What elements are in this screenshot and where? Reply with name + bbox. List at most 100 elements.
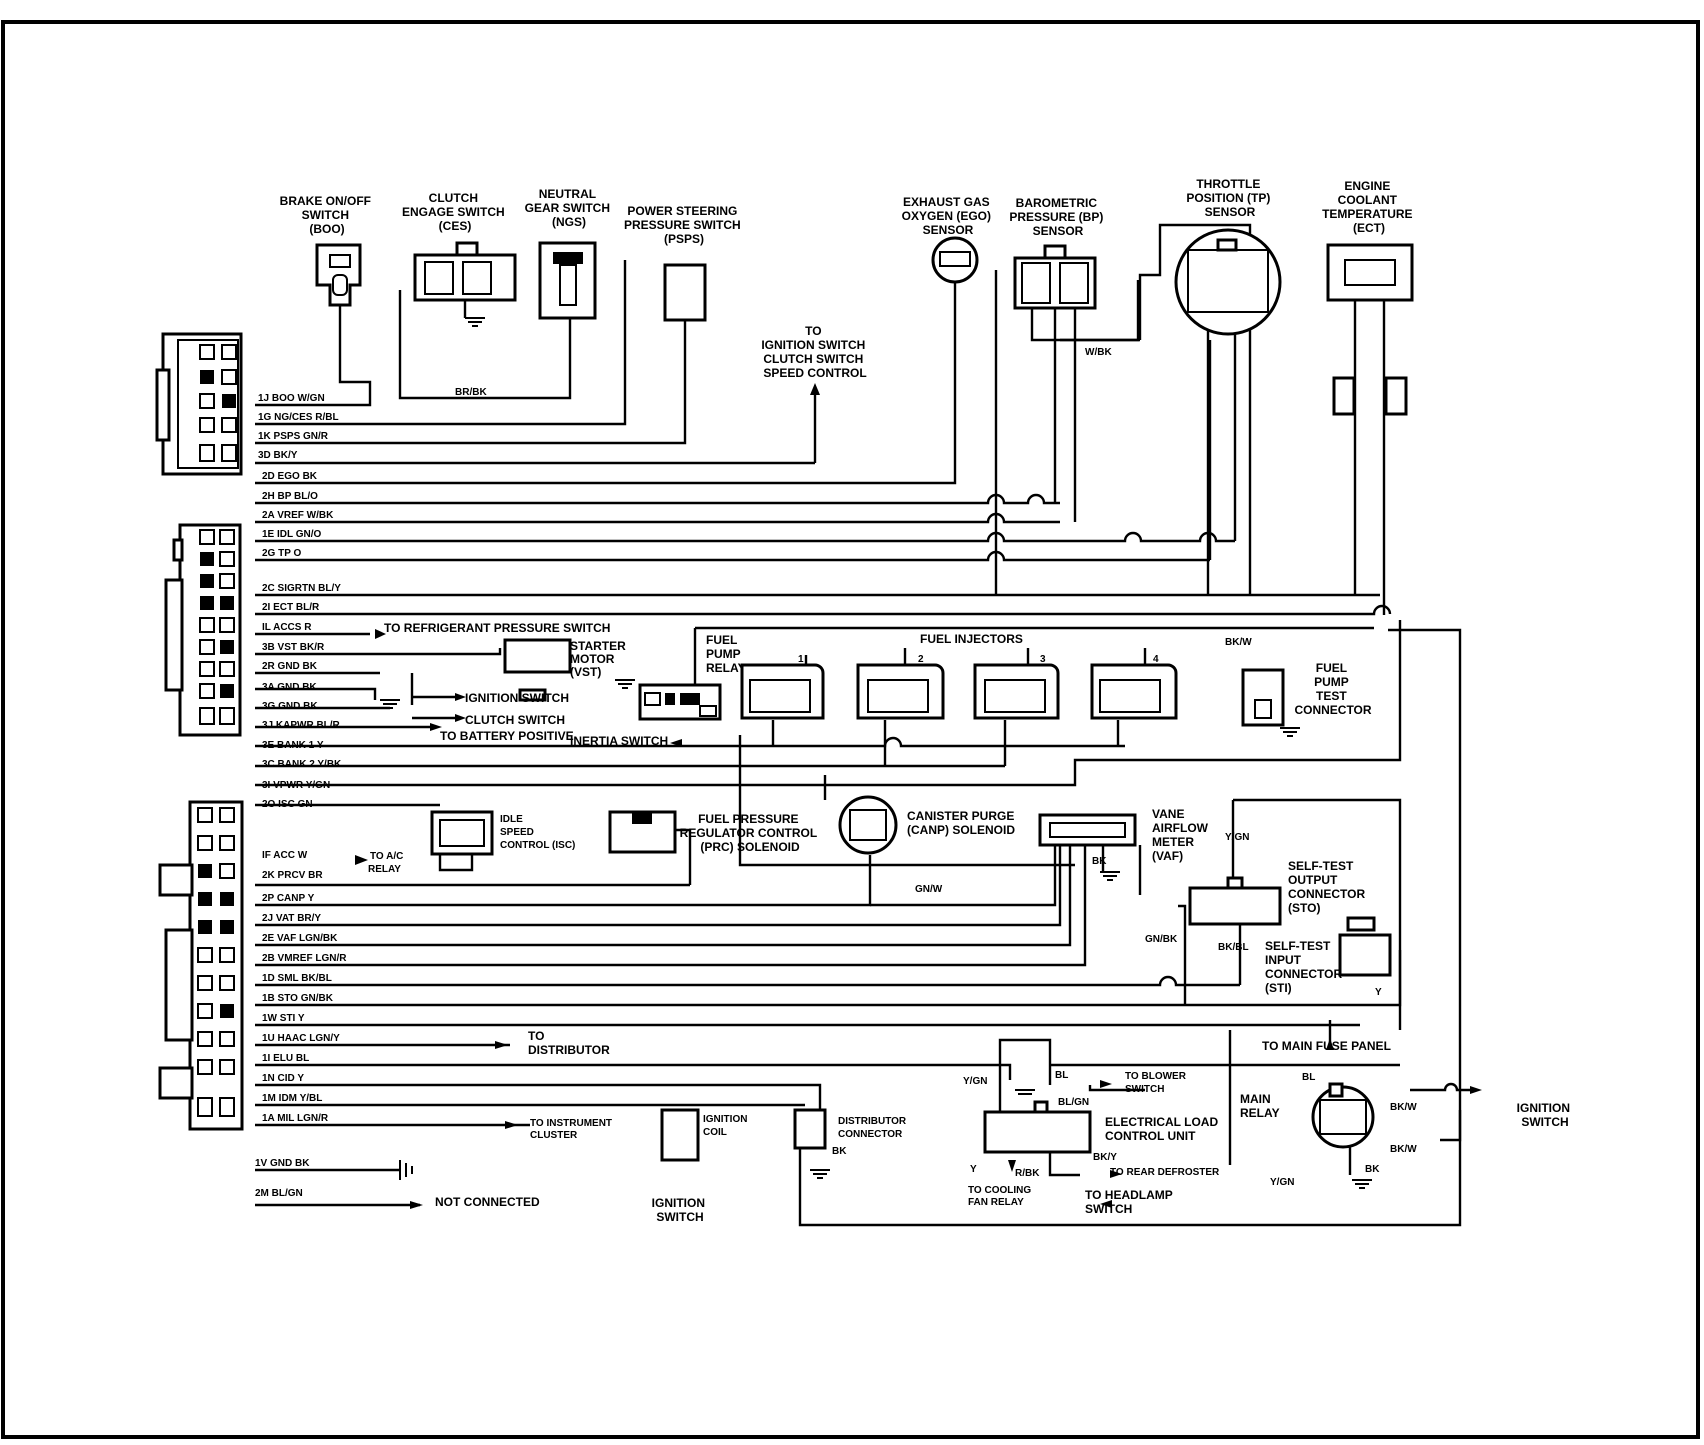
main-relay	[1311, 1082, 1375, 1149]
wire-label: Y/GN	[1225, 832, 1249, 843]
starter-motor-vst	[503, 638, 572, 702]
sti-connector	[1338, 916, 1392, 977]
bp-label: BAROMETRIC PRESSURE (BP) SENSOR	[1009, 196, 1106, 238]
isc-label: IDLE SPEED CONTROL (ISC)	[500, 814, 575, 851]
ignition-coil-label: IGNITION COIL	[703, 1114, 750, 1138]
isc-valve	[430, 810, 494, 856]
wire-label: BK/W	[1390, 1102, 1417, 1113]
wires	[255, 223, 1475, 1227]
pin-label: 2H BP BL/O	[262, 491, 318, 502]
pin-label: 1W STI Y	[262, 1013, 305, 1024]
pin-label: 3A GND BK	[262, 682, 317, 693]
vaf-label: VANE AIRFLOW METER (VAF)	[1152, 807, 1211, 863]
ngs-label: NEUTRAL GEAR SWITCH (NGS)	[525, 187, 614, 229]
destination-labels: TO REFRIGERANT PRESSURE SWITCH IGNITION …	[368, 621, 1391, 1216]
pin-label: 1G NG/CES R/BL	[258, 412, 339, 423]
boo-switch	[315, 243, 362, 307]
wire-label: BK	[1092, 856, 1107, 867]
pin-label: 2P CANP Y	[262, 893, 315, 904]
pin-label: 1V GND BK	[255, 1158, 310, 1169]
tp-label: THROTTLE POSITION (TP) SENSOR	[1186, 177, 1273, 219]
prc-label: FUEL PRESSURE REGULATOR CONTROL (PRC) SO…	[680, 812, 821, 854]
injector-number: 4	[1153, 654, 1159, 665]
ignition-top-label: TO IGNITION SWITCH CLUTCH SWITCH SPEED C…	[761, 324, 868, 380]
prc-solenoid	[608, 810, 677, 854]
pin-label: 2O ISC GN	[262, 799, 313, 810]
bp-sensor	[1013, 244, 1097, 310]
fuel-pump-relay-label: FUEL PUMP RELAY	[706, 633, 746, 675]
to-headlamp-label: TO HEADLAMP SWITCH	[1085, 1188, 1176, 1216]
pin-label: 2R GND BK	[262, 661, 318, 672]
ngs-switch	[538, 241, 597, 320]
wire-label: BK	[832, 1146, 847, 1157]
pin-label: 2A VREF W/BK	[262, 510, 334, 521]
wire-label: BR/BK	[455, 387, 487, 398]
pin-label: 2E VAF LGN/BK	[262, 933, 338, 944]
wire-label: GN/BK	[1145, 934, 1178, 945]
pin-label: 3I VPWR Y/GN	[262, 780, 330, 791]
to-distributor-label: TO DISTRIBUTOR	[528, 1029, 610, 1057]
pin-label: 1M IDM Y/BL	[262, 1093, 322, 1104]
arrow-heads	[355, 383, 1482, 1209]
tp-sensor	[1174, 228, 1282, 336]
injector-number: 1	[798, 654, 804, 665]
main-relay-label: MAIN RELAY	[1240, 1092, 1280, 1120]
distributor-connector	[793, 1108, 827, 1150]
injector-number: 2	[918, 654, 924, 665]
ego-label: EXHAUST GAS OXYGEN (EGO) SENSOR	[902, 195, 995, 237]
component-labels: BRAKE ON/OFF SWITCH (BOO) CLUTCH ENGAGE …	[280, 177, 1570, 1224]
ignition-switch-bottom-label: IGNITION SWITCH	[652, 1196, 709, 1224]
ignition-switch-label: IGNITION SWITCH	[465, 691, 569, 705]
vaf-meter	[1038, 813, 1137, 847]
pin-label: 1N CID Y	[262, 1073, 304, 1084]
pin-label: 2B VMREF LGN/R	[262, 953, 347, 964]
ground-symbols	[380, 317, 1372, 1189]
pin-label: 2I ECT BL/R	[262, 602, 320, 613]
wire-label: Y/GN	[963, 1076, 987, 1087]
to-battery-label: TO BATTERY POSITIVE	[440, 729, 574, 743]
sto-label: SELF-TEST OUTPUT CONNECTOR (STO)	[1288, 859, 1368, 915]
starter-label: STARTER MOTOR (VST)	[570, 639, 629, 679]
pin-label: 2C SIGRTN BL/Y	[262, 583, 341, 594]
wire-label: GN/W	[915, 884, 943, 895]
wire-label: BL	[1302, 1072, 1315, 1083]
sto-connector	[1188, 876, 1282, 926]
to-cooling-fan-label: TO COOLING FAN RELAY	[968, 1185, 1034, 1208]
wire-label: Y	[970, 1164, 977, 1175]
to-instrument-label: TO INSTRUMENT CLUSTER	[530, 1118, 615, 1141]
boo-label: BRAKE ON/OFF SWITCH (BOO)	[280, 194, 375, 236]
ignition-coil	[660, 1108, 700, 1162]
injector-number: 3	[1040, 654, 1046, 665]
wire-label: BK/BL	[1218, 942, 1249, 953]
pin-label: 3C BANK 2 Y/BK	[262, 759, 342, 770]
fuel-injector-3	[973, 663, 1060, 720]
pin-label: 1U HAAC LGN/Y	[262, 1033, 340, 1044]
pin-label: IF ACC W	[262, 850, 308, 861]
wire-label: W/BK	[1085, 347, 1112, 358]
pin-label: 1I ELU BL	[262, 1053, 309, 1064]
canp-label: CANISTER PURGE (CANP) SOLENOID	[907, 809, 1018, 837]
to-refrigerant-label: TO REFRIGERANT PRESSURE SWITCH	[384, 621, 610, 635]
to-main-fuse-label: TO MAIN FUSE PANEL	[1262, 1039, 1391, 1053]
clutch-switch-label: CLUTCH SWITCH	[465, 713, 565, 727]
pin-label: 3B VST BK/R	[262, 642, 325, 653]
to-ac-relay-label: TO A/C RELAY	[368, 851, 406, 875]
elcu-label: ELECTRICAL LOAD CONTROL UNIT	[1105, 1115, 1221, 1143]
not-connected-label: NOT CONNECTED	[435, 1195, 540, 1209]
ecu-connector-1	[155, 332, 243, 476]
fuel-injector-1	[740, 663, 825, 720]
pin-labels: 1J BOO W/GN 1G NG/CES R/BL 1K PSPS GN/R …	[255, 393, 347, 1199]
fuel-injector-2	[856, 663, 945, 720]
wire-label: BL/GN	[1058, 1097, 1089, 1108]
pin-label: 3G GND BK	[262, 701, 318, 712]
pin-label: 2K PRCV BR	[262, 870, 323, 881]
pin-label: 2J VAT BR/Y	[262, 913, 321, 924]
to-blower-label: TO BLOWER SWITCH	[1125, 1071, 1189, 1095]
fuel-pump-test-connector	[1241, 668, 1285, 727]
pin-label: 2M BL/GN	[255, 1188, 303, 1199]
pin-label: 3E BANK 1 Y	[262, 740, 324, 751]
pin-label: 1B STO GN/BK	[262, 993, 334, 1004]
inertia-switch-label: INERTIA SWITCH	[570, 734, 668, 748]
pin-label: 1D SML BK/BL	[262, 973, 332, 984]
